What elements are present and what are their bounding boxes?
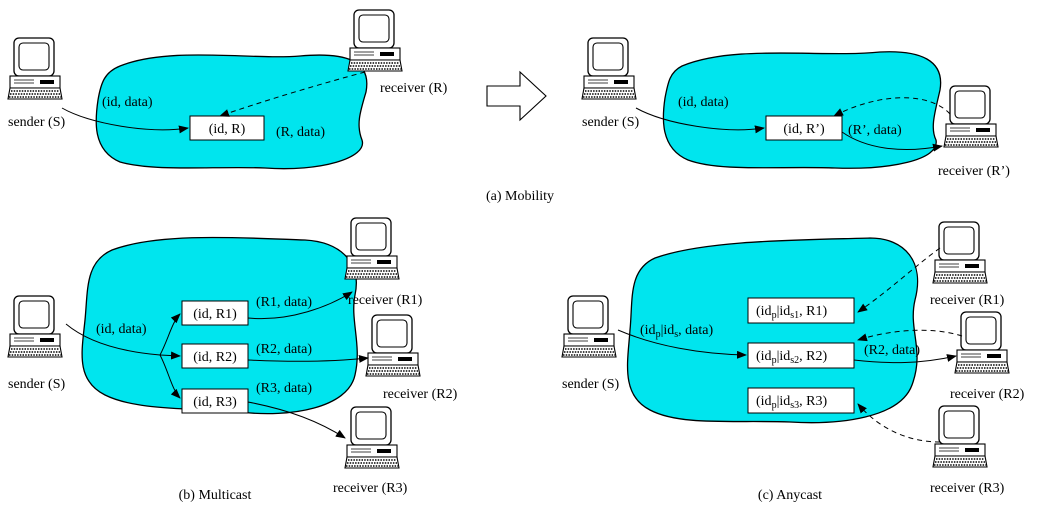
- caption-multicast: (b) Multicast: [179, 488, 252, 503]
- receiver-label: receiver (R2): [383, 387, 458, 402]
- sender-label: sender (S): [582, 115, 639, 130]
- mapping-box: [747, 342, 855, 369]
- output-packet-label: (R3, data): [256, 381, 312, 396]
- sender-to-box-arrow: [61, 107, 189, 134]
- box-to-receiver-arrow: [247, 401, 346, 439]
- caption-mobility: (a) Mobility: [486, 189, 554, 204]
- mapping-box-label: (idp|ids2, R2): [756, 349, 828, 366]
- mapping-box-label: (id, R3): [193, 395, 237, 410]
- mapping-box: [765, 115, 843, 141]
- mobility-left-panel: (id, R) sender (S) receiver (R) (id, dat…: [7, 9, 448, 170]
- output-packet-label: (R1, data): [256, 295, 312, 310]
- input-packet-label: (idp|ids, data): [640, 323, 713, 340]
- mapping-box: [189, 115, 265, 141]
- sender-computer-icon: [581, 37, 637, 100]
- receiver-r2-computer-icon: [954, 311, 1010, 374]
- input-packet-label: (id, data): [678, 95, 729, 110]
- box-to-receiver-arrow: [247, 291, 353, 320]
- caption-anycast: (c) Anycast: [758, 488, 822, 503]
- fork-to-box-arrow: [159, 313, 181, 356]
- receiver-computer-icon: [943, 85, 999, 148]
- receiver-to-box-arrow: [857, 329, 963, 342]
- fork-to-box-arrow: [159, 351, 181, 360]
- mapping-box: [747, 387, 855, 414]
- network-cloud: [662, 51, 942, 169]
- output-packet-label: (R, data): [276, 125, 325, 140]
- mapping-box: [747, 297, 855, 324]
- sender-to-box-arrow: [635, 107, 765, 134]
- receiver-to-box-arrow: [219, 71, 366, 117]
- receiver-label: receiver (R2): [950, 387, 1025, 402]
- output-packet-label: (R2, data): [256, 342, 312, 357]
- input-packet-label: (id, data): [96, 322, 147, 337]
- receiver-label: receiver (R’): [938, 164, 1010, 179]
- output-packet-label: (R’, data): [848, 123, 902, 138]
- mapping-box-label: (idp|ids3, R3): [756, 394, 828, 411]
- network-cloud: [626, 237, 919, 424]
- mobility-right-panel: (id, R’) sender (S) receiver (R’) (id, d…: [581, 37, 1010, 179]
- sender-label: sender (S): [8, 377, 65, 392]
- receiver-r3-computer-icon: [344, 406, 400, 469]
- mapping-box-label: (idp|ids1, R1): [756, 304, 828, 321]
- mapping-box: [181, 300, 249, 326]
- sender-label: sender (S): [562, 377, 619, 392]
- receiver-r1-computer-icon: [344, 217, 400, 280]
- sender-computer-icon: [7, 295, 63, 358]
- receiver-label: receiver (R3): [333, 481, 408, 496]
- box-to-receiver-arrow: [247, 354, 369, 363]
- transition-arrow-icon: [486, 70, 547, 122]
- receiver-r1-computer-icon: [932, 221, 988, 284]
- box-to-receiver-arrow: [841, 131, 943, 152]
- sender-computer-icon: [561, 295, 617, 358]
- mapping-box-label: (id, R’): [783, 122, 825, 137]
- sender-to-box-arrow: [617, 329, 747, 359]
- sender-computer-icon: [7, 37, 63, 100]
- sender-to-fork-arrow: [65, 323, 161, 356]
- network-cloud: [81, 236, 358, 415]
- sender-label: sender (S): [8, 115, 65, 130]
- output-packet-label: (R2, data): [864, 343, 920, 358]
- receiver-to-box-arrow: [857, 247, 941, 313]
- mapping-box-label: (id, R1): [193, 307, 237, 322]
- mapping-box: [181, 343, 249, 369]
- mapping-box-label: (id, R): [209, 122, 246, 137]
- mapping-box: [181, 388, 249, 414]
- receiver-to-box-arrow: [857, 403, 941, 443]
- receiver-label: receiver (R3): [930, 481, 1005, 496]
- anycast-panel: (idp|ids1, R1) (idp|ids2, R2) (idp|ids3,…: [561, 221, 1025, 496]
- receiver-r3-computer-icon: [932, 405, 988, 468]
- box-to-receiver-arrow: [853, 354, 957, 364]
- fork-to-box-arrow: [159, 354, 181, 399]
- multicast-panel: (id, R1) (id, R2) (id, R3) sender (S) (i…: [7, 217, 458, 496]
- input-packet-label: (id, data): [102, 95, 153, 110]
- receiver-label: receiver (R1): [930, 293, 1005, 308]
- receiver-r2-computer-icon: [365, 314, 421, 377]
- mapping-box-label: (id, R2): [193, 350, 237, 365]
- receiver-to-box-arrow: [833, 97, 951, 117]
- receiver-label: receiver (R1): [348, 293, 423, 308]
- receiver-label: receiver (R): [380, 81, 448, 96]
- receiver-computer-icon: [347, 9, 403, 72]
